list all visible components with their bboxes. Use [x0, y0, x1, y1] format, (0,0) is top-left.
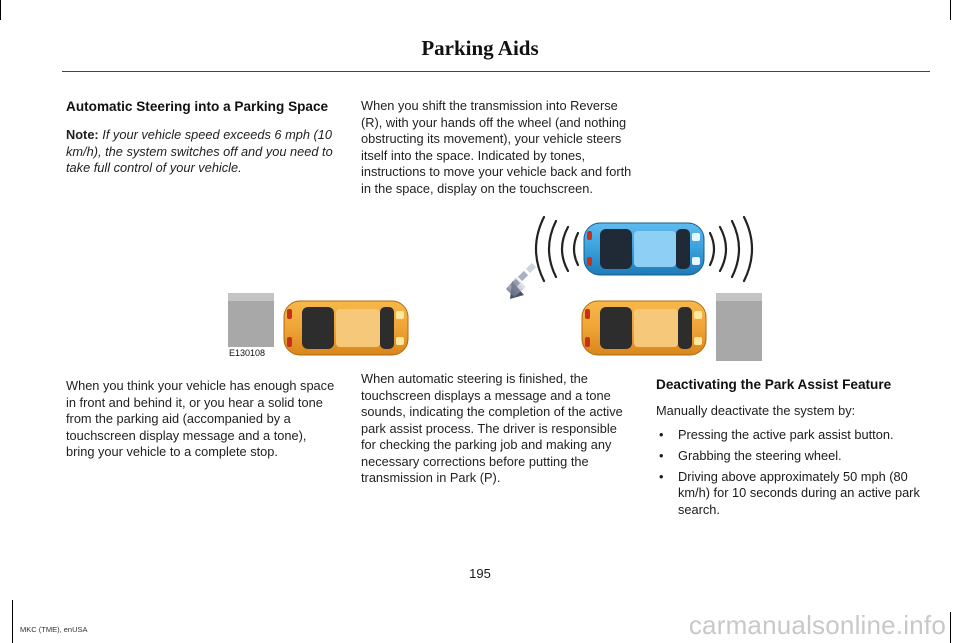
page-title: Parking Aids [421, 36, 539, 60]
left-bottom-column: When you think your vehicle has enough s… [66, 378, 338, 461]
note-paragraph: Note: If your vehicle speed exceeds 6 mp… [66, 127, 338, 177]
completion-paragraph: When automatic steering is finished, the… [361, 371, 623, 485]
header-divider [62, 71, 930, 72]
parked-car-front [581, 300, 707, 356]
deactivate-list: Pressing the active park assist button. … [656, 427, 930, 519]
list-item: Pressing the active park assist button. [656, 427, 930, 444]
sensor-waves-right-icon [708, 215, 754, 283]
right-bottom-column: Deactivating the Park Assist Feature Man… [656, 376, 930, 523]
crop-mark-top-left [0, 0, 1, 20]
moving-car [583, 222, 705, 276]
reverse-instruction-paragraph: When you shift the transmission into Rev… [361, 98, 632, 196]
crop-mark-bottom-right [950, 612, 951, 643]
deactivate-intro: Manually deactivate the system by: [656, 403, 856, 418]
crop-mark-top-right [950, 0, 951, 20]
footer-model-code: MKC (TME), enUSA [20, 625, 88, 634]
section-heading-automatic-steering: Automatic Steering into a Parking Space [66, 99, 329, 114]
middle-top-column: When you shift the transmission into Rev… [361, 98, 633, 197]
motion-arrow-icon [506, 262, 537, 299]
crop-mark-bottom-left [12, 600, 13, 643]
note-text: If your vehicle speed exceeds 6 mph (10 … [66, 127, 333, 175]
page-number: 195 [469, 566, 491, 581]
note-label: Note: [66, 127, 99, 142]
section-heading-deactivating: Deactivating the Park Assist Feature [656, 377, 892, 392]
sensor-waves-left-icon [534, 215, 580, 283]
parking-illustration-svg [228, 215, 762, 361]
curb-right [716, 293, 762, 361]
figure-label: E130108 [229, 348, 266, 358]
parked-car-rear [283, 300, 409, 356]
watermark: carmanualsonline.info [688, 610, 946, 640]
middle-bottom-column: When automatic steering is finished, the… [361, 371, 633, 487]
figure-label-box [228, 347, 274, 361]
stop-vehicle-paragraph: When you think your vehicle has enough s… [66, 378, 335, 459]
parking-illustration: E130108 [228, 215, 762, 361]
list-item: Grabbing the steering wheel. [656, 448, 930, 465]
left-top-column: Automatic Steering into a Parking Space … [66, 98, 338, 177]
list-item: Driving above approximately 50 mph (80 k… [656, 469, 930, 519]
